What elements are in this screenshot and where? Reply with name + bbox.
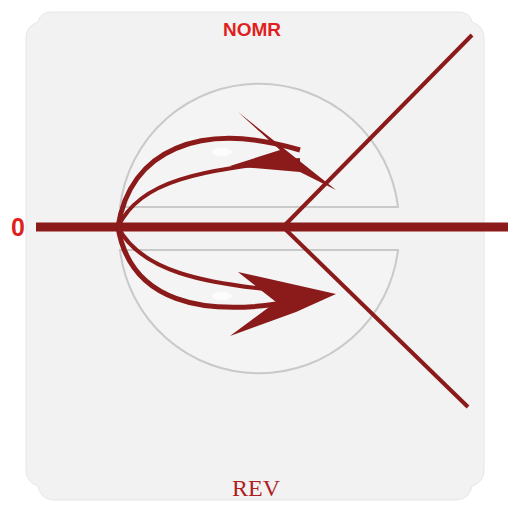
arrow-up-curve xyxy=(118,139,300,227)
reverse-line xyxy=(283,227,468,407)
position-label: NOMR xyxy=(223,19,281,41)
zero-line xyxy=(36,223,508,232)
switch-housing xyxy=(26,12,484,500)
arrow-up-head xyxy=(230,112,336,190)
highlight xyxy=(212,148,232,156)
arrow-down-head xyxy=(230,272,336,336)
knob-lower xyxy=(120,250,398,373)
highlight xyxy=(212,292,232,300)
normal-line xyxy=(283,35,472,227)
position-label: REV xyxy=(232,475,280,502)
position-label: 0 xyxy=(11,213,25,242)
arrow-up-curve-inner xyxy=(118,160,300,227)
